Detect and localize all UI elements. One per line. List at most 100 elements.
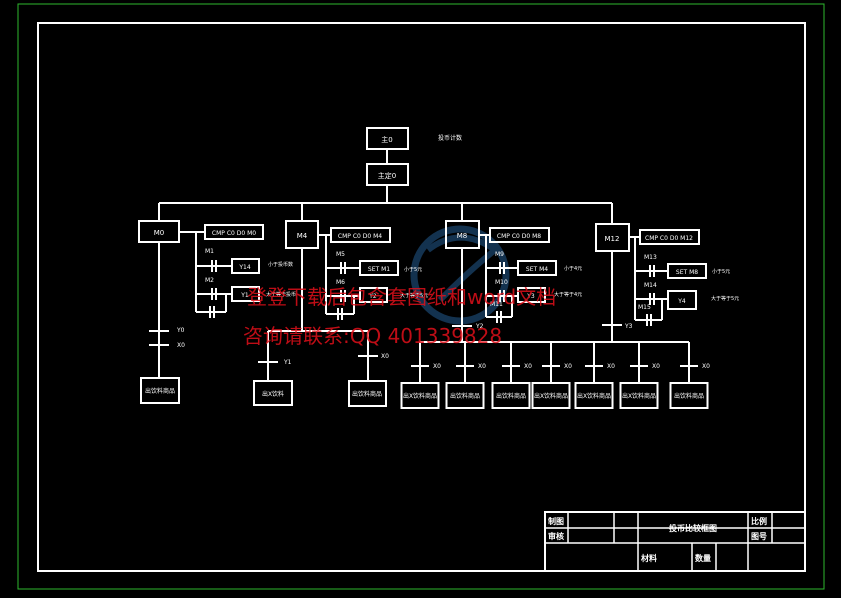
branch-1-cmp <box>204 224 264 240</box>
watermark-line-2: 咨询请联系:QQ 401339828 <box>243 324 502 348</box>
lower-boxes: X0 出X饮料商品 X0 出饮料商品 X0 出饮料商品 X0 出X饮料商品 X0 出X饮料商品 X0… <box>400 342 710 409</box>
branch-4-out-2 <box>667 290 697 310</box>
branch-3-out-2-label: Y3 <box>526 293 535 300</box>
branch-3-row-1: M9 <box>495 251 504 258</box>
lower-box <box>491 382 531 409</box>
branch-1-cmp-label: CMP C0 D0 M0 <box>212 230 256 237</box>
title-block: 制图 审核 投币比较框图 比例 图号 材料 数量 <box>544 511 806 572</box>
lower-box-label: 出X饮料商品 <box>534 392 568 400</box>
branch-2-out-2 <box>359 287 388 303</box>
lower-box <box>445 382 485 409</box>
branch-4-note-2: 大于等于5元 <box>711 295 739 302</box>
branch-1-bottom <box>140 377 180 404</box>
lower-box-label: 出X饮料商品 <box>577 392 611 400</box>
lower-box-label: 出饮料商品 <box>496 392 526 400</box>
branch-1-tick: Y0 <box>176 327 185 334</box>
branch-1-out-2-label: Y1 <box>240 292 249 299</box>
branch-3-tick: Y2 <box>475 323 484 330</box>
title-block-scale: 比例 <box>751 516 767 526</box>
branch-1-note-1: 小于投币数 <box>268 261 293 268</box>
branch-1-row-1: M1 <box>205 248 214 255</box>
branch-4-row-2: M14 <box>644 282 657 289</box>
lower-contact-label: X0 <box>478 363 486 370</box>
branch-3-out-1-label: SET M4 <box>526 266 548 273</box>
branch-2-note-1: 小于5元 <box>404 266 422 273</box>
branch-2-bottom-2-label: 出饮料商品 <box>352 390 382 398</box>
branch-4-out-1 <box>667 263 707 279</box>
title-block-number: 图号 <box>751 532 767 541</box>
top-note: 投币计数 <box>438 134 462 142</box>
branch-2-main-label: M4 <box>297 232 308 240</box>
branch-1-out-2 <box>231 286 260 302</box>
lower-contact-label: X0 <box>652 363 660 370</box>
lower-contact-label: X0 <box>524 363 532 370</box>
branch-4-main-label: M12 <box>605 235 620 243</box>
watermark-logo <box>410 225 510 325</box>
branch-4-cmp <box>639 229 700 245</box>
inner-frame <box>37 22 806 572</box>
branch-2-bottom-2 <box>348 380 387 407</box>
top-box-2-label: 主定0 <box>378 171 396 180</box>
lower-box-label: 出X饮料商品 <box>403 392 437 400</box>
branch-1: M0 CMP C0 D0 M0 M1 Y14 小于投币数 M2 Y1 大于等于投… <box>138 203 296 404</box>
branch-3-out-1 <box>517 260 557 276</box>
lower-contact-label: X0 <box>433 363 441 370</box>
branch-3-row-3: M11 <box>490 301 503 308</box>
lower-box <box>619 382 659 409</box>
lower-contact-label: X0 <box>702 363 710 370</box>
branch-1-out-1-label: Y14 <box>238 264 250 271</box>
branch-1-main-label: M0 <box>154 229 165 237</box>
branch-3-out-2 <box>517 287 546 303</box>
branch-1-note-2: 大于等于投币 <box>266 291 296 298</box>
branch-3-cmp <box>489 227 550 243</box>
title-block-review: 审核 <box>548 531 564 541</box>
branch-3-cmp-label: CMP C0 D0 M8 <box>497 233 541 240</box>
lower-box-label: 出X饮料商品 <box>622 392 656 400</box>
branch-2-cmp-label: CMP C0 D0 M4 <box>338 233 382 240</box>
title-block-material: 材料 <box>641 553 657 563</box>
branch-2-row-2: M6 <box>336 279 345 286</box>
branch-2-cmp <box>330 227 391 243</box>
branch-4-out-1-label: SET M8 <box>676 269 698 276</box>
top-box-1-label: 主0 <box>381 135 392 144</box>
lower-box <box>574 382 614 409</box>
branch-4-out-2-label: Y4 <box>677 298 686 305</box>
watermark-line-1: 登登下载后包含套图纸和word文档 <box>247 285 556 309</box>
branch-3: M8 CMP C0 D0 M8 M9 SET M4 小于4元 M10 M11 Y… <box>445 203 582 342</box>
branch-2: M4 CMP C0 D0 M4 M5 SET M1 小于5元 M6 Y2 大于等… <box>253 203 428 407</box>
branch-1-out-1 <box>231 258 260 274</box>
lower-box <box>400 382 440 409</box>
branch-2-out-1-label: SET M1 <box>368 266 390 273</box>
branch-3-main-label: M8 <box>457 232 468 240</box>
outer-border <box>17 3 825 590</box>
branch-2-bottom <box>253 380 293 406</box>
lower-box <box>531 382 571 409</box>
branch-1-bottom-label: 出饮料商品 <box>145 387 175 395</box>
branch-4-cmp-label: CMP C0 D0 M12 <box>645 235 693 242</box>
branch-4-tick: Y3 <box>624 323 633 330</box>
branch-1-row-2: M2 <box>205 277 214 284</box>
branch-1-tick-2: X0 <box>177 342 185 349</box>
branch-3-row-2: M10 <box>495 279 508 286</box>
branch-2-out-2-label: Y2 <box>368 293 377 300</box>
lower-box-label: 出饮料商品 <box>674 392 704 400</box>
title-block-quantity: 数量 <box>695 553 711 563</box>
branch-4-row-1: M13 <box>644 254 657 261</box>
branch-2-out-1 <box>359 260 399 276</box>
title-block-drawing: 制图 <box>548 516 564 526</box>
branch-4-note-1: 小于5元 <box>712 268 730 275</box>
branch-2-row-1: M5 <box>336 251 345 258</box>
branch-2-tick-2: X0 <box>381 353 389 360</box>
branch-4-row-3: M15 <box>638 304 651 311</box>
branch-3-note-2: 大于等于4元 <box>554 291 582 298</box>
lower-contact-label: X0 <box>607 363 615 370</box>
branch-4: M12 CMP C0 D0 M12 M13 SET M8 小于5元 M14 M1… <box>595 203 739 342</box>
title-block-title: 投币比较框图 <box>669 523 717 533</box>
lower-contact-label: X0 <box>564 363 572 370</box>
lower-box <box>669 382 709 409</box>
lower-box-label: 出饮料商品 <box>450 392 480 400</box>
branch-2-note-2: 大于等于5元 <box>400 292 428 299</box>
branch-2-tick: Y1 <box>283 359 292 366</box>
